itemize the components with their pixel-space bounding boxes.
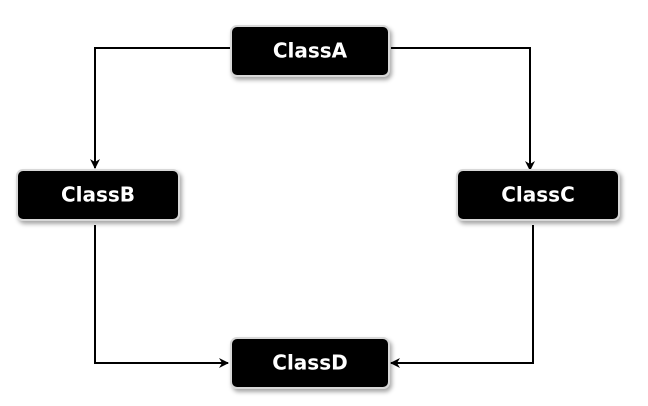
edge-classc-to-classd bbox=[390, 225, 534, 368]
node-classa-label: ClassA bbox=[273, 39, 348, 63]
node-classd: ClassD bbox=[230, 337, 390, 389]
edge-classa-to-classc bbox=[391, 47, 535, 171]
node-classb: ClassB bbox=[16, 169, 180, 221]
edge-classb-to-classd bbox=[94, 225, 229, 368]
node-classc-label: ClassC bbox=[501, 183, 575, 207]
node-classb-label: ClassB bbox=[61, 183, 135, 207]
node-classa: ClassA bbox=[230, 25, 390, 77]
edge-classa-to-classb bbox=[90, 47, 230, 169]
node-classc: ClassC bbox=[456, 169, 620, 221]
node-classd-label: ClassD bbox=[272, 351, 347, 375]
